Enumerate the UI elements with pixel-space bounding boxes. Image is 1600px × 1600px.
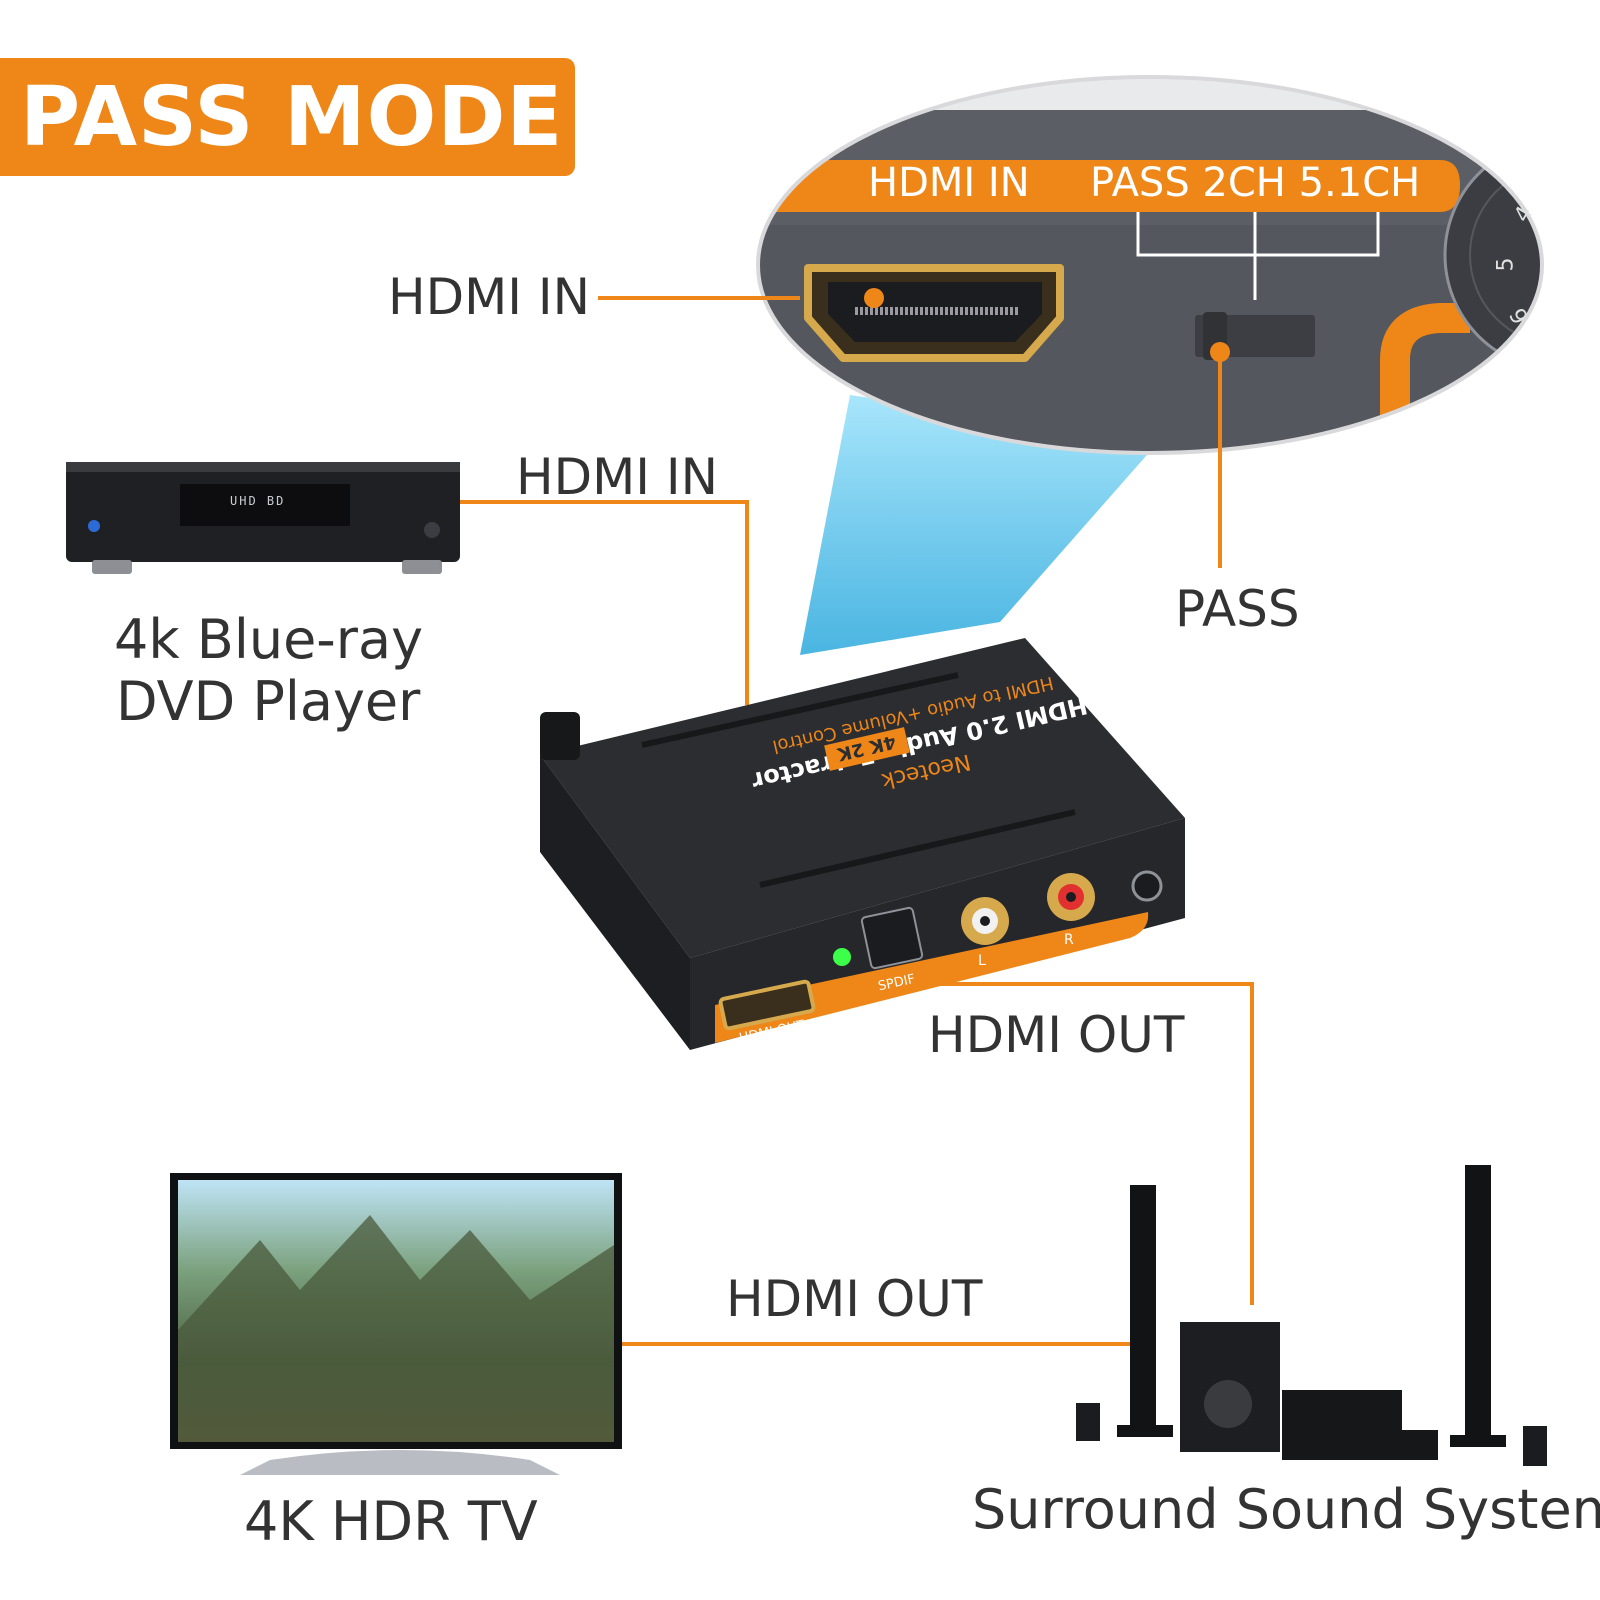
surround-system-image <box>1076 1165 1547 1466</box>
label-hdmi-out-upper: HDMI OUT <box>928 1006 1185 1064</box>
tv-image <box>170 1173 622 1475</box>
dial-number-5: 5 <box>1493 257 1519 272</box>
audio-extractor-image: Neoteck HDMI 2.0 Audio Extractor HDMI to… <box>540 638 1185 1050</box>
label-hdmi-out-lower: HDMI OUT <box>726 1270 983 1328</box>
port-left-label: L <box>978 953 986 969</box>
orange-corner-trim <box>1380 303 1470 453</box>
mode-banner <box>0 58 575 176</box>
label-cable-hdmi-in: HDMI IN <box>516 448 719 506</box>
label-zoom-hdmi-in: HDMI IN <box>388 268 591 326</box>
tv-caption: 4K HDR TV <box>244 1490 538 1553</box>
blu-ray-player-image <box>66 462 460 574</box>
port-right-label: R <box>1064 932 1074 948</box>
port-orange-strip <box>715 912 1149 1043</box>
surround-caption: Surround Sound System <box>972 1478 1600 1541</box>
zoom-orange-strip <box>760 160 1460 212</box>
player-display-text: UHD BD <box>230 494 286 508</box>
mode-switch-legend <box>1136 212 1380 300</box>
mode-title: PASS MODE <box>20 70 564 165</box>
player-caption-line1: 4k Blue-ray <box>114 608 424 671</box>
zoom-strip-pass-modes: PASS 2CH 5.1CH <box>1090 160 1421 206</box>
volume-dial-zoom <box>1443 138 1542 372</box>
zoom-beam <box>800 395 1160 655</box>
label-pass: PASS <box>1175 580 1300 638</box>
player-caption-line2: DVD Player <box>116 670 421 733</box>
zoom-strip-hdmi-in: HDMI IN <box>868 160 1030 206</box>
status-led <box>833 948 851 966</box>
